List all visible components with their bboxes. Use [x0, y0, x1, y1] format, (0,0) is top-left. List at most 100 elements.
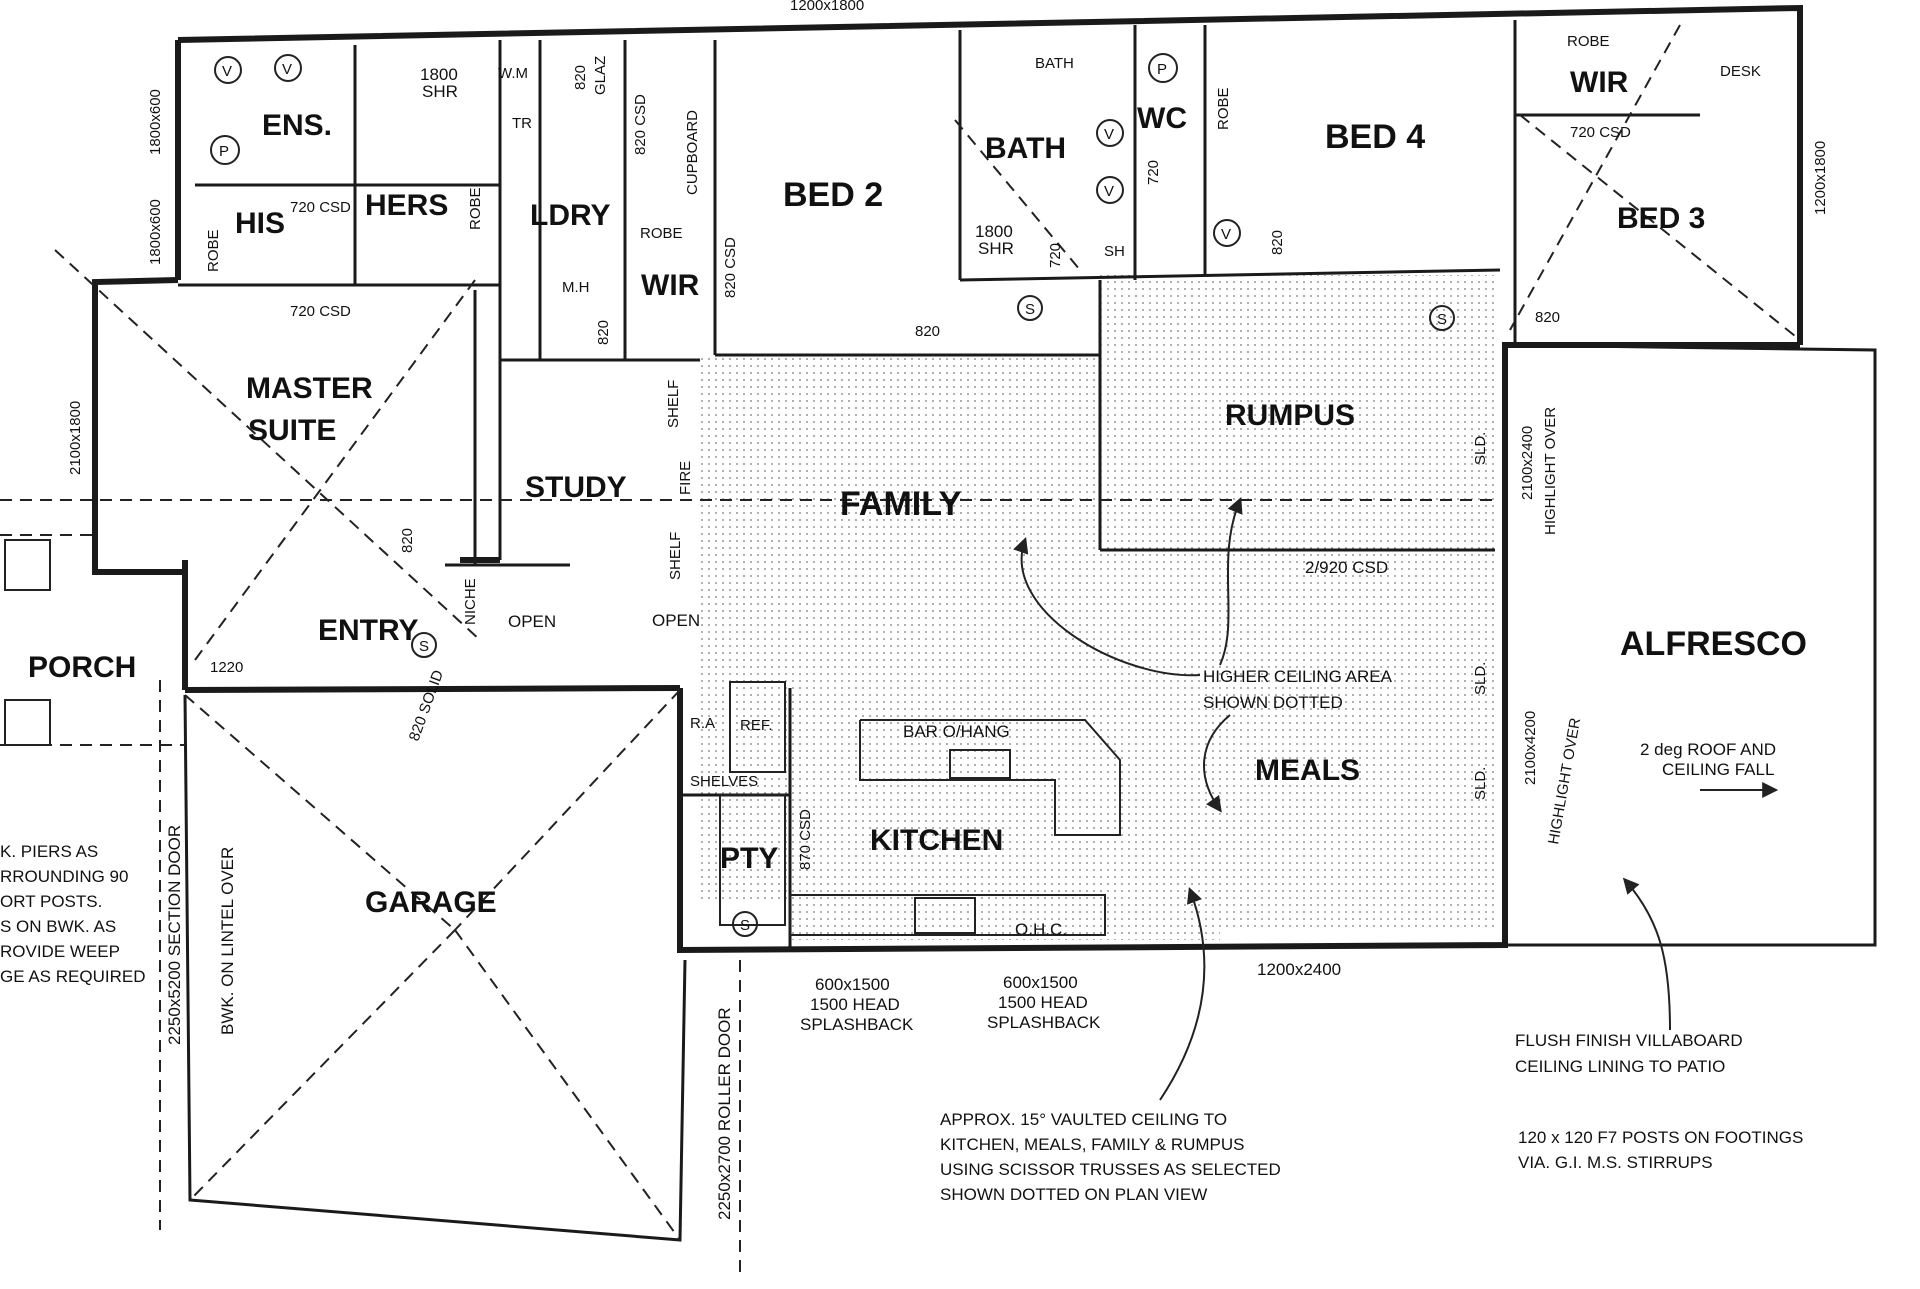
- room-garage: GARAGE: [365, 886, 497, 919]
- svg-text:V: V: [1104, 183, 1114, 200]
- room-ldry: LDRY: [530, 199, 611, 232]
- dim-sld-1: SLD.: [1472, 432, 1489, 465]
- svg-text:S: S: [419, 638, 429, 655]
- higher-ceiling-area: [700, 275, 1495, 940]
- dim-1800x600-b: 1800x600: [147, 199, 164, 265]
- room-labels: ENS. HIS HERS LDRY BED 2 BATH WC BED 4 B…: [28, 66, 1807, 919]
- label-shr-bath-2: SHR: [978, 239, 1014, 258]
- room-wc: WC: [1137, 102, 1187, 135]
- label-bath-tub: BATH: [1035, 55, 1074, 72]
- smoke-detector-3: S: [411, 632, 437, 658]
- room-suite: SUITE: [248, 414, 336, 447]
- dim-820-solid: 820 SOLID: [406, 668, 447, 744]
- label-shelf-2: SHELF: [667, 532, 684, 580]
- room-study: STUDY: [525, 471, 627, 504]
- svg-text:P: P: [1157, 61, 1167, 78]
- room-meals: MEALS: [1255, 754, 1360, 787]
- room-bath: BATH: [985, 132, 1066, 165]
- note-piers-3: ORT POSTS.: [0, 892, 102, 911]
- dim-870csd: 870 CSD: [797, 809, 814, 870]
- label-shr-ens-2: SHR: [422, 82, 458, 101]
- room-hers: HERS: [365, 189, 448, 222]
- notes: HIGHER CEILING AREA SHOWN DOTTED APPROX.…: [0, 667, 1803, 1204]
- dim-720-bath: 720: [1047, 243, 1064, 268]
- label-robe-his: ROBE: [205, 229, 222, 272]
- room-kitchen: KITCHEN: [870, 824, 1003, 857]
- room-bed2: BED 2: [783, 176, 883, 214]
- label-ref: REF.: [740, 717, 773, 734]
- dim-lintel: BWK. ON LINTEL OVER: [218, 847, 237, 1035]
- label-robe-wir2: ROBE: [640, 225, 683, 242]
- dim-2100x4200: 2100x4200: [1522, 711, 1539, 785]
- room-rumpus: RUMPUS: [1225, 399, 1355, 432]
- dim-720csd-master: 720 CSD: [290, 303, 351, 320]
- dim-600x1500-b: 600x1500: [1003, 973, 1078, 992]
- svg-text:S: S: [1025, 301, 1035, 318]
- room-alfresco: ALFRESCO: [1620, 625, 1807, 663]
- interior-walls: [178, 20, 1700, 950]
- room-wir-bed2: WIR: [641, 269, 700, 302]
- note-villaboard-1: FLUSH FINISH VILLABOARD: [1515, 1031, 1743, 1050]
- toilet-symbol-1: P: [210, 135, 240, 165]
- dim-2100x1800: 2100x1800: [67, 401, 84, 475]
- note-piers-1: K. PIERS AS: [0, 842, 98, 861]
- room-bed3: BED 3: [1617, 202, 1705, 235]
- label-tr: TR: [512, 115, 532, 132]
- label-shelf-1: SHELF: [665, 380, 682, 428]
- kitchen-bench: [719, 681, 1121, 936]
- room-ens: ENS.: [262, 109, 332, 142]
- label-sh: SH: [1104, 243, 1125, 260]
- dim-2-920csd: 2/920 CSD: [1305, 558, 1388, 577]
- note-vaulted-1: APPROX. 15° VAULTED CEILING TO: [940, 1110, 1227, 1129]
- smoke-detector-4: S: [732, 911, 758, 937]
- label-ohc: O.H.C.: [1015, 920, 1067, 939]
- svg-text:V: V: [282, 61, 292, 78]
- vanity-symbol-3: V: [1096, 119, 1124, 147]
- label-fire: FIRE: [677, 461, 694, 495]
- label-cupboard: CUPBOARD: [684, 110, 701, 195]
- note-piers-5: ROVIDE WEEP: [0, 942, 120, 961]
- label-niche: NICHE: [462, 578, 479, 625]
- dim-1500head-a: 1500 HEAD: [810, 995, 900, 1014]
- room-his: HIS: [235, 207, 285, 240]
- note-higher-ceiling-2: SHOWN DOTTED: [1203, 693, 1343, 712]
- dimension-labels: 1200x1800 720 CSD 720 CSD 720 CSD 720 72…: [67, 0, 1829, 1220]
- svg-text:V: V: [1221, 226, 1231, 243]
- dim-720csd-bed3: 720 CSD: [1570, 124, 1631, 141]
- note-piers-4: S ON BWK. AS: [0, 917, 116, 936]
- room-bed4: BED 4: [1325, 118, 1425, 156]
- svg-text:S: S: [1437, 311, 1447, 328]
- dim-820-bed3: 820: [1535, 309, 1560, 326]
- annotation-arrows: [1013, 497, 1779, 1101]
- dim-2100x2400: 2100x2400: [1519, 426, 1536, 500]
- dim-820-bed4: 820: [1269, 230, 1286, 255]
- dim-1220: 1220: [210, 659, 243, 676]
- room-entry: ENTRY: [318, 614, 419, 647]
- room-family: FAMILY: [840, 485, 962, 523]
- smoke-detector-2: S: [1429, 305, 1455, 331]
- label-robe-hers: ROBE: [467, 187, 484, 230]
- dim-highlight-1: HIGHLIGHT OVER: [1542, 407, 1559, 535]
- dim-720csd-ens: 720 CSD: [290, 199, 351, 216]
- label-shr-bath-1: 1800: [975, 222, 1013, 241]
- dim-820-ldry: 820: [595, 320, 612, 345]
- label-shelves: SHELVES: [690, 773, 758, 790]
- dim-820csd-wir: 820 CSD: [722, 237, 739, 298]
- smoke-detector-1: S: [1017, 295, 1043, 321]
- label-bar: BAR O/HANG: [903, 722, 1010, 741]
- dim-1200x1800-top: 1200x1800: [790, 0, 864, 14]
- label-mh: M.H: [562, 279, 590, 296]
- note-vaulted-3: USING SCISSOR TRUSSES AS SELECTED: [940, 1160, 1281, 1179]
- note-vaulted-4: SHOWN DOTTED ON PLAN VIEW: [940, 1185, 1207, 1204]
- note-roof-fall-2: CEILING FALL: [1662, 760, 1774, 779]
- toilet-symbol-2: P: [1148, 53, 1178, 83]
- room-porch: PORCH: [28, 651, 136, 684]
- garage-outline: [159, 680, 741, 1280]
- label-820csd-cupboard: 820 CSD: [632, 94, 649, 155]
- dim-splash-a: SPLASHBACK: [800, 1015, 914, 1034]
- vanity-symbol-1: V: [214, 56, 242, 84]
- dim-section-door: 2250x5200 SECTION DOOR: [165, 825, 184, 1045]
- vanity-symbol-4: V: [1096, 176, 1124, 204]
- label-glaz: GLAZ: [592, 56, 609, 95]
